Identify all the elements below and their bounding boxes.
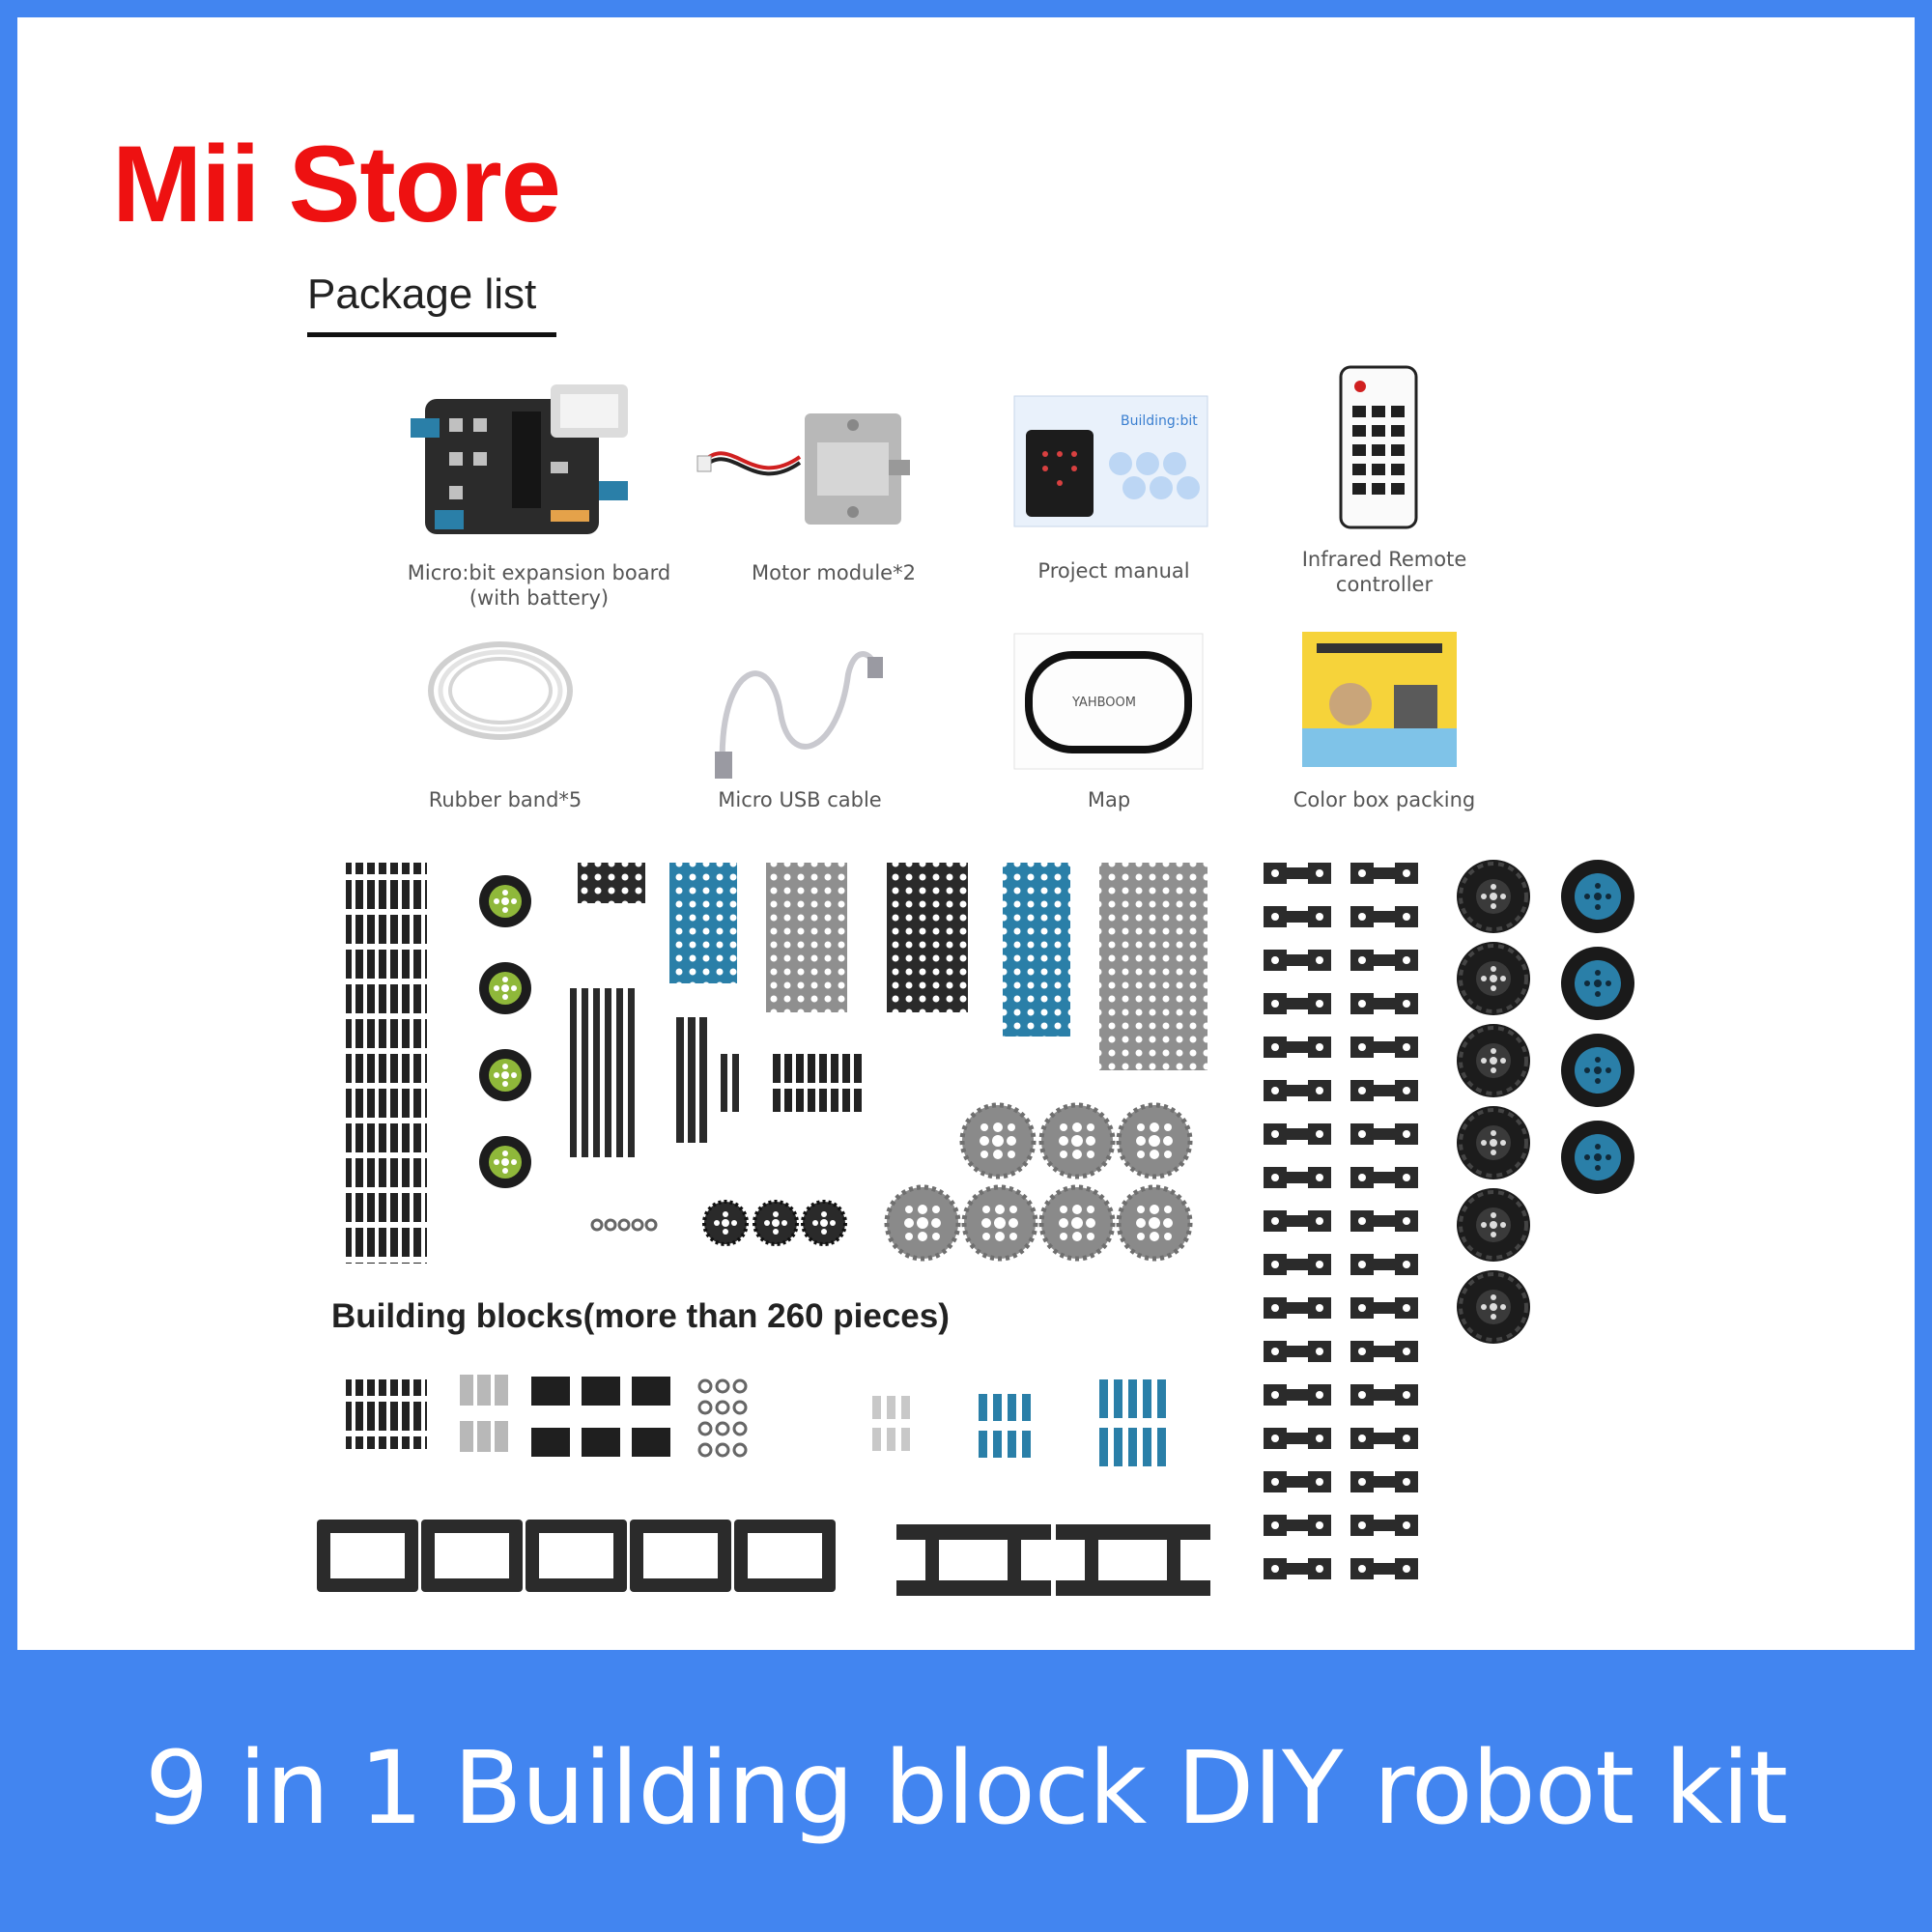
usb-cable-icon	[715, 651, 883, 779]
package-item-label: Micro:bit expansion board (with battery)	[407, 561, 671, 610]
package-item-label: Color box packing	[1293, 788, 1476, 811]
package-item-label: Motor module*2	[752, 561, 916, 584]
package-list-title: Package list	[307, 270, 537, 318]
package-list-underline	[307, 332, 556, 337]
remote-controller-icon	[1339, 365, 1418, 529]
map-icon: YAHBOOM	[1013, 633, 1204, 770]
brand-name: Mii Store	[112, 124, 561, 244]
package-item-label: Map	[1087, 788, 1131, 811]
product-panel: Mii Store Package list Buildin	[17, 17, 1915, 1650]
building-blocks-caption: Building blocks(more than 260 pieces)	[331, 1297, 950, 1335]
package-item-label: Infrared Remote controller	[1301, 548, 1467, 596]
package-item-label: Project manual	[1037, 559, 1190, 582]
svg-text:Building:bit: Building:bit	[1121, 413, 1198, 429]
color-box-icon	[1302, 632, 1457, 767]
package-item-label: Rubber band*5	[428, 788, 582, 811]
footer-title: 9 in 1 Building block DIY robot kit	[144, 1729, 1788, 1847]
package-item-label: Micro USB cable	[718, 788, 882, 811]
expansion-board-icon	[411, 384, 628, 534]
svg-text:YAHBOOM: YAHBOOM	[1071, 696, 1136, 710]
motor-module-icon	[696, 413, 910, 525]
project-manual-icon: Building:bit	[1013, 395, 1208, 527]
rubber-band-icon	[428, 641, 573, 740]
building-blocks-image	[317, 858, 1634, 1596]
